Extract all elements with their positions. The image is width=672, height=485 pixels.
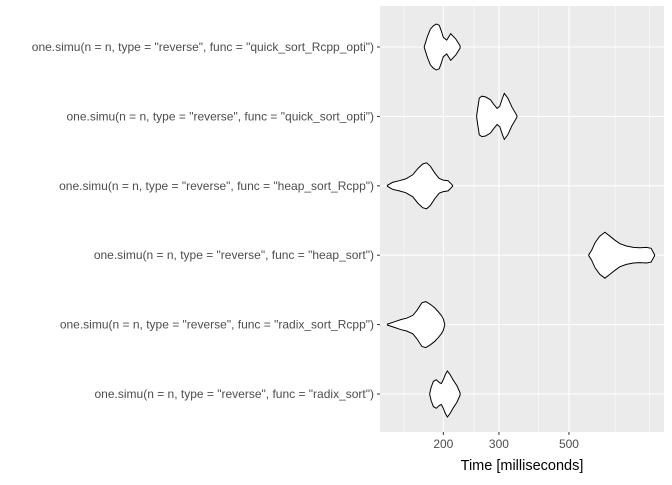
violin-5	[429, 370, 461, 418]
y-tick-label: one.simu(n = n, type = "reverse", func =…	[59, 179, 374, 193]
y-axis: one.simu(n = n, type = "reverse", func =…	[32, 40, 380, 401]
violin-4	[386, 301, 446, 349]
violin-0	[423, 23, 461, 71]
y-tick-label: one.simu(n = n, type = "reverse", func =…	[95, 387, 375, 401]
x-tick-label: 300	[489, 437, 509, 451]
violin-2	[386, 162, 454, 210]
y-tick-label: one.simu(n = n, type = "reverse", func =…	[94, 248, 374, 262]
violin-1	[476, 92, 518, 141]
plot-panel	[380, 6, 664, 432]
violin-3	[588, 231, 656, 279]
x-axis: 200 300 500	[433, 432, 579, 451]
x-tick-label: 200	[433, 437, 453, 451]
x-axis-title: Time [milliseconds]	[461, 458, 584, 474]
y-tick-label: one.simu(n = n, type = "reverse", func =…	[66, 109, 374, 123]
y-tick-label: one.simu(n = n, type = "reverse", func =…	[32, 40, 374, 54]
x-tick-label: 500	[559, 437, 579, 451]
violins	[386, 23, 656, 418]
y-tick-label: one.simu(n = n, type = "reverse", func =…	[60, 318, 374, 332]
